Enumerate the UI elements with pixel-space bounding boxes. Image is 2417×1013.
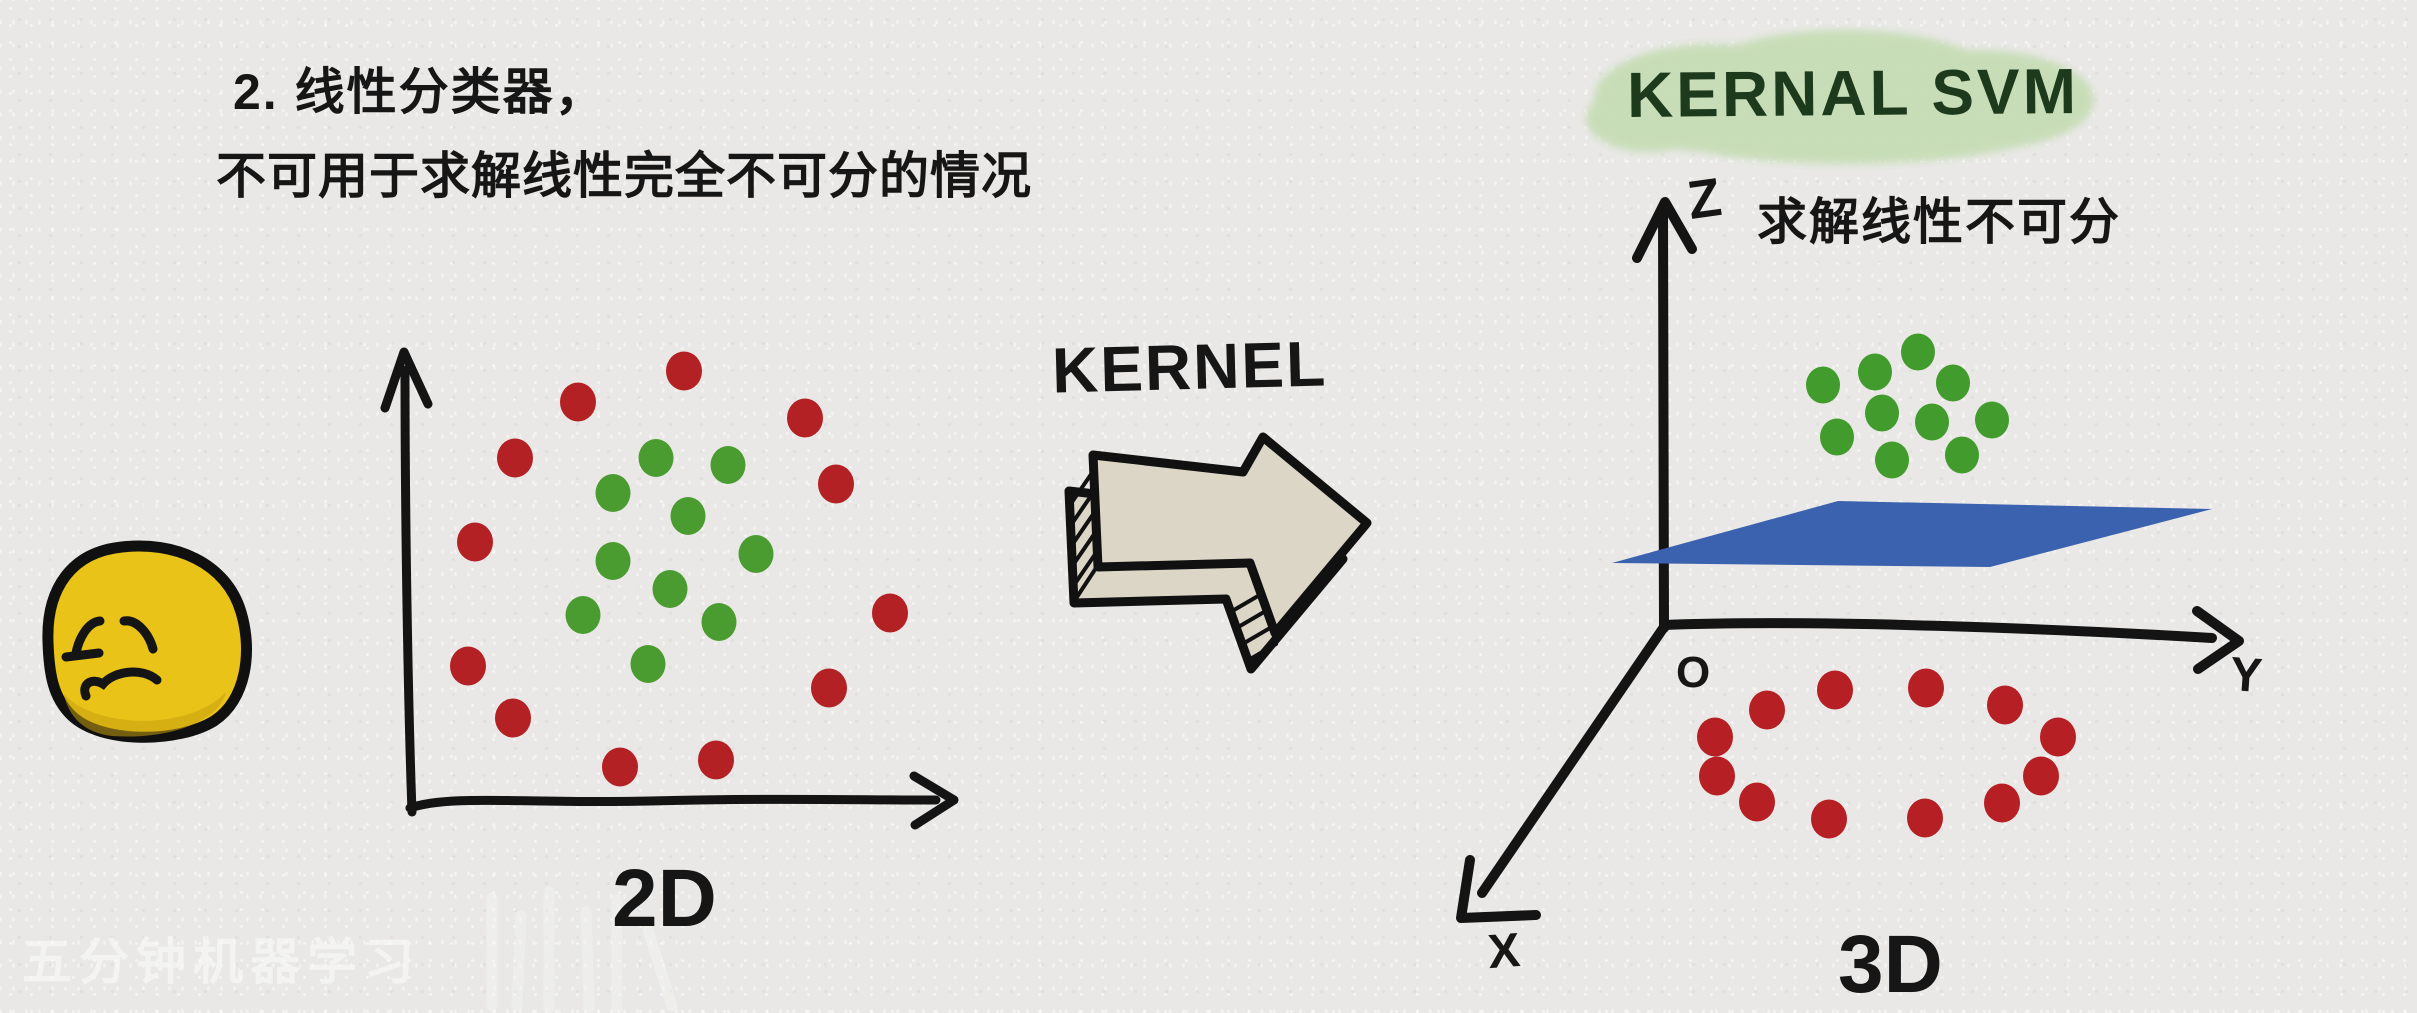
kernel-arrow — [1064, 432, 1372, 674]
scatter-2d-green — [565, 439, 774, 683]
red-outer-ring-dot — [787, 398, 823, 438]
sad-face — [42, 540, 252, 743]
sad-face-shade — [64, 692, 226, 737]
green-above-plane-dot — [1875, 441, 1909, 479]
y-axis — [1659, 618, 2217, 643]
watermark-logo — [486, 886, 678, 1013]
frown-mouth — [80, 667, 162, 701]
red-below-plane-dot — [1817, 670, 1853, 710]
green-above-plane-dot — [1806, 366, 1840, 404]
label-2d: 2D — [612, 853, 717, 944]
kernal-svm-title: KERNAL SVM — [1626, 55, 2080, 131]
red-below-plane-dot — [1987, 685, 2023, 725]
green-above-plane-dot — [1820, 418, 1854, 456]
red-outer-ring-dot — [818, 464, 854, 504]
channel-watermark: 五分钟机器学习 — [22, 934, 421, 990]
green-inner-cluster-dot — [652, 570, 688, 608]
red-outer-ring-dot — [495, 698, 531, 738]
heading-line-2: 不可用于求解线性完全不可分的情况 — [216, 148, 1032, 204]
2d-x-axis-arrowhead — [909, 771, 959, 830]
red-below-plane-dot — [1697, 717, 1733, 757]
red-outer-ring-dot — [457, 522, 493, 562]
scatter-2d-red — [450, 351, 908, 787]
red-outer-ring-dot — [872, 593, 908, 633]
x-axis-arrowhead — [1456, 855, 1541, 923]
kernel-arrow-front-face — [1088, 432, 1372, 638]
green-inner-cluster-dot — [638, 439, 674, 477]
green-above-plane-dot — [1901, 333, 1935, 371]
y-axis-arrowhead — [2192, 606, 2244, 674]
red-below-plane-dot — [2023, 756, 2059, 796]
label-3d: 3D — [1838, 919, 1943, 1010]
green-inner-cluster-dot — [701, 603, 737, 641]
2d-x-axis — [405, 794, 941, 813]
green-above-plane-dot — [1936, 364, 1970, 402]
left-eye-base — [61, 648, 104, 662]
red-outer-ring-dot — [811, 668, 847, 708]
right-subtitle: 求解线性不可分 — [1757, 194, 2121, 250]
red-outer-ring-dot — [602, 747, 638, 787]
2d-y-axis — [400, 365, 417, 817]
red-below-plane-dot — [1907, 798, 1943, 838]
green-above-plane-dot — [1858, 353, 1892, 391]
red-outer-ring-dot — [497, 438, 533, 478]
2d-axes — [380, 347, 959, 830]
green-inner-cluster-dot — [710, 446, 746, 484]
green-inner-cluster-dot — [595, 542, 631, 580]
scatter-3d-red — [1697, 668, 2076, 839]
red-outer-ring-dot — [698, 740, 734, 780]
right-eye — [119, 616, 158, 654]
green-inner-cluster-dot — [595, 474, 631, 512]
green-inner-cluster-dot — [630, 645, 666, 683]
z-axis-arrowhead — [1632, 197, 1697, 263]
x-axis-label: X — [1486, 923, 1522, 980]
separating-hyperplane — [1612, 501, 2212, 567]
origin-label: O — [1676, 648, 1711, 697]
red-outer-ring-dot — [450, 646, 486, 686]
red-below-plane-dot — [2040, 717, 2076, 757]
title-highlight-blob — [1586, 30, 2094, 164]
x-axis — [1477, 622, 1669, 898]
sad-face-features — [61, 616, 162, 701]
green-inner-cluster-dot — [670, 497, 706, 535]
green-above-plane-dot — [1865, 394, 1899, 432]
scatter-3d-green — [1806, 333, 2009, 479]
red-outer-ring-dot — [666, 351, 702, 391]
green-inner-cluster-dot — [565, 596, 601, 634]
red-below-plane-dot — [1984, 783, 2020, 823]
red-below-plane-dot — [1699, 756, 1735, 796]
red-outer-ring-dot — [560, 382, 596, 422]
green-above-plane-dot — [1945, 436, 1979, 474]
red-below-plane-dot — [1749, 690, 1785, 730]
green-above-plane-dot — [1975, 401, 2009, 439]
2d-y-axis-arrowhead — [380, 347, 433, 413]
left-eye — [71, 616, 105, 658]
kernel-label: KERNEL — [1051, 327, 1329, 407]
red-below-plane-dot — [1739, 782, 1775, 822]
heading-line-1: 2. 线性分类器， — [233, 64, 607, 120]
green-inner-cluster-dot — [738, 535, 774, 573]
red-below-plane-dot — [1811, 799, 1847, 839]
red-below-plane-dot — [1908, 668, 1944, 708]
z-axis — [1658, 209, 1669, 633]
y-axis-label: Y — [2228, 647, 2264, 704]
green-above-plane-dot — [1915, 403, 1949, 441]
